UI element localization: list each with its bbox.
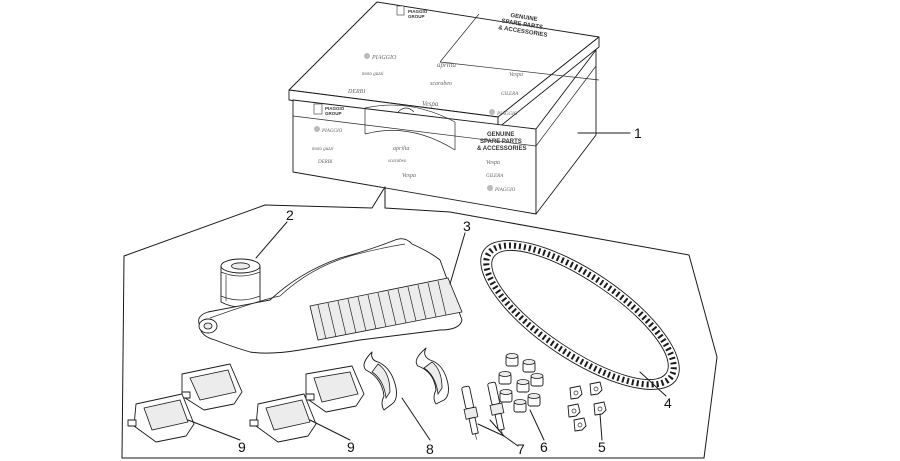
roller — [522, 359, 536, 373]
roller — [513, 399, 527, 413]
lid-logo-9: PIAGGIO — [496, 112, 518, 117]
lid-logo-5: scarabeo — [430, 81, 452, 87]
roller — [516, 379, 530, 393]
leader-8 — [401, 397, 431, 441]
callout-4: 4 — [664, 395, 672, 411]
leader-3 — [449, 232, 466, 285]
front-logo-6: Vespa — [402, 173, 416, 179]
brake-shoes — [363, 347, 449, 411]
callout-1: 1 — [634, 125, 642, 141]
callout-9-right: 9 — [347, 439, 355, 455]
lid-logo-3: Vespa — [509, 72, 523, 78]
side-title-line-2: SPARE PARTS — [480, 139, 522, 145]
lid-logo-2: aprilia — [437, 61, 457, 69]
spark-plugs — [461, 381, 505, 440]
brake-pad — [127, 393, 195, 443]
leader-7b — [477, 423, 505, 437]
lid-logo-7: DERBI — [347, 89, 366, 95]
front-logo-1: PIAGGIO — [321, 129, 343, 134]
brake-pad — [305, 365, 365, 413]
callout-3: 3 — [463, 218, 471, 234]
lid-logo-4: moto guzzi — [362, 72, 384, 77]
leader-4 — [639, 371, 667, 397]
slider — [573, 417, 587, 432]
roller — [499, 389, 513, 403]
leader-7 — [489, 419, 519, 447]
front-logo-2: moto guzzi — [312, 147, 334, 152]
kit-contents-outline — [121, 186, 718, 459]
callout-numbers: 1 2 3 4 5 6 7 8 9 9 — [238, 125, 672, 457]
front-logo-4: DERBI — [317, 160, 333, 165]
leader-9b — [309, 419, 351, 441]
oil-filter — [220, 258, 261, 308]
front-logo-5: scarabeo — [388, 159, 407, 164]
slider — [589, 381, 603, 396]
front-brand-bottom: GROUP — [325, 111, 342, 116]
lid-title-line-1: GENUINE — [510, 13, 538, 23]
lid-logo-1: PIAGGIO — [371, 55, 397, 61]
front-brand-top: PIAGGIO — [325, 106, 345, 111]
spark-plug — [487, 381, 505, 436]
box-side-face — [535, 49, 597, 215]
brake-pads-right — [249, 365, 365, 443]
callout-2: 2 — [286, 207, 294, 223]
air-filter-pleats — [317, 280, 447, 340]
roller — [527, 393, 541, 407]
variator-sliders — [567, 381, 607, 432]
brake-pads-left — [127, 363, 243, 443]
drive-belt — [480, 240, 680, 390]
leader-2 — [255, 221, 288, 259]
brake-pad — [249, 393, 317, 443]
spark-plug — [461, 385, 479, 440]
side-title-line-1: GENUINE — [487, 132, 514, 138]
leader-6 — [529, 409, 545, 441]
callout-9-left: 9 — [238, 439, 246, 455]
brake-pad — [181, 363, 243, 411]
slider — [593, 401, 607, 416]
roller-weights — [498, 353, 544, 413]
side-logo-3: PIAGGIO — [494, 188, 516, 193]
callout-5: 5 — [598, 439, 606, 455]
lid-logo-6: GILERA — [501, 92, 519, 97]
slider — [569, 385, 583, 400]
air-filter — [198, 238, 463, 354]
leader-lines — [187, 132, 667, 447]
lid-logo-8: Vespa — [422, 100, 439, 108]
side-logo-1: Vespa — [486, 160, 500, 166]
roller — [530, 373, 544, 387]
callout-6: 6 — [540, 439, 548, 455]
roller — [498, 371, 512, 385]
slider — [567, 403, 581, 418]
callout-8: 8 — [426, 441, 434, 457]
leader-9a — [187, 419, 241, 441]
callout-7: 7 — [517, 441, 525, 457]
side-title-line-3: & ACCESSORIES — [477, 146, 526, 152]
front-logo-3: aprilia — [393, 146, 409, 152]
spare-parts-box: PIAGGIO GROUP GENUINE SPARE PARTS & ACCE… — [288, 1, 600, 215]
lid-brand-bottom: GROUP — [408, 14, 425, 19]
leader-5 — [599, 413, 603, 441]
roller — [505, 353, 519, 367]
lid-brand-top: PIAGGIO — [408, 9, 428, 14]
side-logo-2: GILERA — [486, 174, 504, 179]
